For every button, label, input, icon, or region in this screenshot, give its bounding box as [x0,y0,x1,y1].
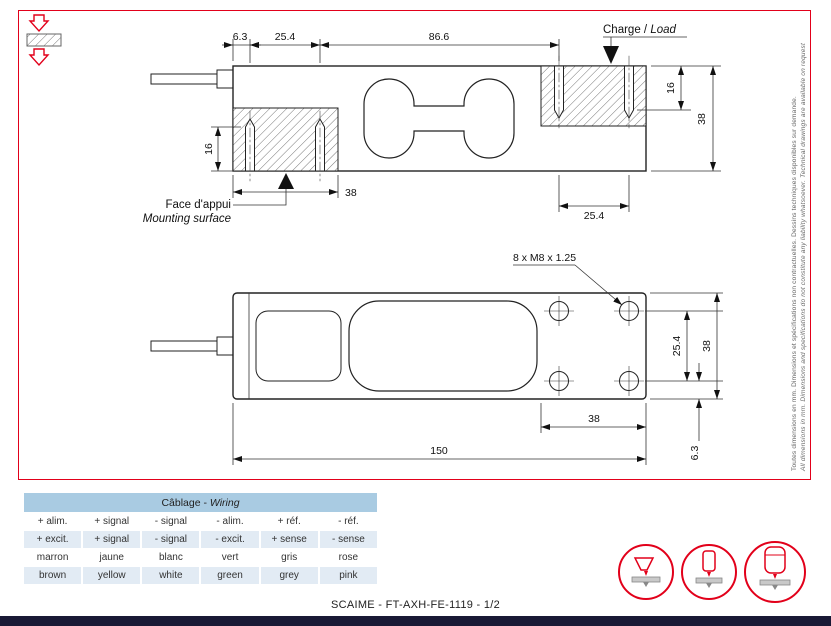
wiring-cell: - sense [319,531,377,548]
wiring-row-color-en: brown yellow white green grey pink [24,567,377,584]
dim-block-length: 38 [345,187,357,199]
cable [150,340,218,352]
wiring-cell: marron [36,552,69,563]
mounting-surface-arrow [278,173,294,189]
legal-note-en: All dimensions in mm. Dimensions and spe… [800,43,807,471]
hopper-mounting-icon [618,544,674,600]
top-view-dimensions [232,264,723,465]
dim-side-height: 38 [696,113,708,125]
top-view [150,292,647,400]
wiring-cell: + réf. [277,516,301,527]
dim-top-edge-offset: 6.3 [689,446,701,461]
wiring-cell: - signal [142,531,200,548]
dim-thread-depth-right: 16 [665,82,677,94]
wiring-cell: pink [319,567,377,584]
load-cell-drawing: 6.3 25.4 86.6 Charge / Load 16 38 16 38 … [26,14,723,465]
wiring-cell: grey [260,567,318,584]
thread-callout-label: 8 x M8 x 1.25 [513,252,576,264]
wiring-cell: - alim. [216,516,244,527]
cable-gland [216,336,234,356]
dim-top-length: 150 [430,445,448,457]
wiring-cell: - excit. [201,531,259,548]
technical-drawing-frame: 6.3 25.4 86.6 Charge / Load 16 38 16 38 … [18,10,811,480]
hole-crosshairs [544,296,644,396]
side-view [150,55,647,182]
wiring-cell: rose [338,552,359,563]
wiring-row-function-en: + excit. + signal - signal - excit. + se… [24,531,377,548]
cable-pocket [255,310,342,382]
wiring-cell: - réf. [338,516,359,527]
dim-top-hole-pitch: 25.4 [671,336,683,357]
wiring-table: Câblage - Wiring + alim. + signal - sign… [22,492,379,585]
wiring-cell: green [201,567,259,584]
flexure-pocket-top [348,300,538,392]
wiring-cell: + alim. [37,516,68,527]
wiring-cell: + sense [260,531,318,548]
wiring-cell: yellow [83,567,141,584]
wiring-cell: brown [24,567,82,584]
cable-gland [216,69,234,89]
dim-side-top-offset: 6.3 [233,31,248,43]
face-appui-label: Face d'appui [166,199,232,211]
cable [150,73,218,85]
mounting-surface-label: Mounting surface [143,213,231,225]
dim-hole-pitch-right: 25.4 [584,210,605,222]
wiring-cell: white [142,567,200,584]
wiring-table-title: Câblage - Wiring [24,493,377,512]
wiring-cell: + signal [83,531,141,548]
footer-reference: SCAIME - FT-AXH-FE-1119 - 1/2 [330,599,501,611]
dim-side-top-pitch: 25.4 [275,31,296,43]
dim-top-block-length: 38 [588,413,600,425]
charge-load-label: Charge / Load [603,24,676,36]
dim-side-top-span: 86.6 [429,31,450,43]
wiring-cell: jaune [99,552,124,563]
wiring-row-color-fr: marron jaune blanc vert gris rose [24,549,377,566]
wiring-cell: + signal [94,516,130,527]
load-arrow [603,46,619,64]
centerlines [249,55,630,182]
dim-thread-depth-left: 16 [203,143,215,155]
wiring-cell: blanc [158,552,183,563]
bottom-bar [0,616,831,626]
flexure-cutout [363,78,515,159]
vessel-mounting-icon [744,541,806,603]
wiring-cell: vert [221,552,239,563]
dim-top-width: 38 [701,340,713,352]
legal-note-fr: Toutes dimensions en mm. Dimensions et s… [791,96,798,471]
tank-mounting-icon [681,544,737,600]
side-view-dimensions [211,36,721,212]
mounting-icons [618,541,806,603]
wiring-cell: gris [281,552,298,563]
wiring-cell: - signal [154,516,188,527]
wiring-row-function-fr: + alim. + signal - signal - alim. + réf.… [24,513,377,530]
load-direction-pictogram-icon [26,14,62,67]
legal-note: Toutes dimensions en mm. Dimensions et s… [790,19,808,471]
wiring-cell: + excit. [24,531,82,548]
